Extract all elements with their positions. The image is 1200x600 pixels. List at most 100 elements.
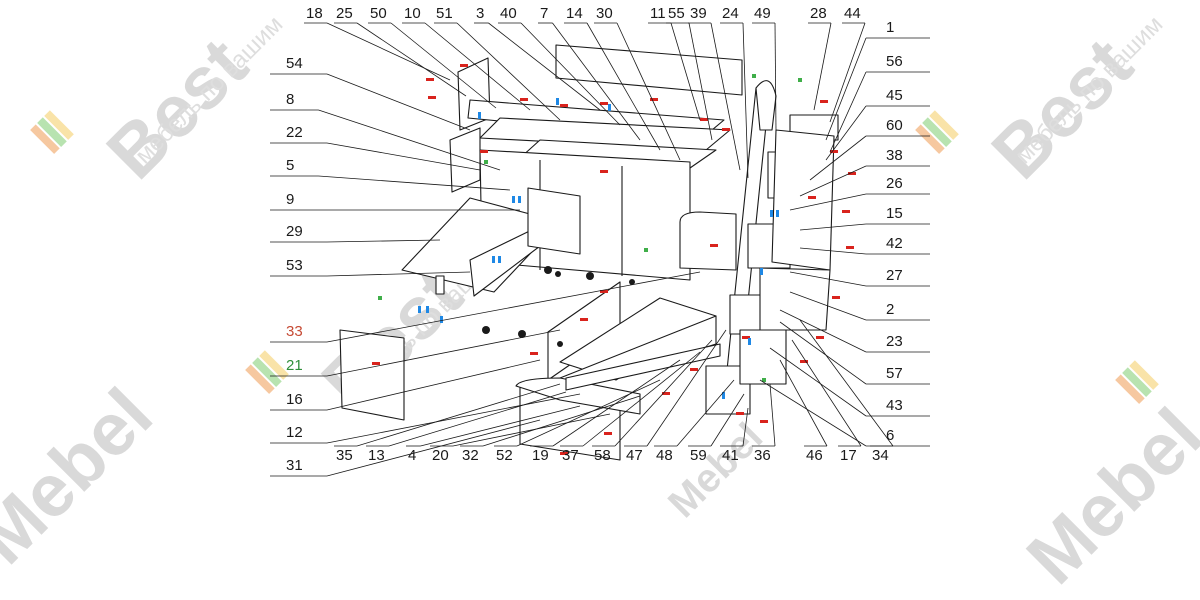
hardware-wheels: [482, 266, 635, 347]
callout-leader: [813, 22, 832, 111]
callout-leader: [326, 239, 441, 243]
callout-label-54: 54: [286, 55, 303, 72]
callout-leader: [769, 347, 867, 417]
callout-leader: [586, 22, 661, 151]
callout-leader: [759, 379, 867, 447]
callout-leader: [456, 22, 561, 121]
callout-label-43: 43: [886, 397, 903, 414]
callout-leader: [318, 175, 511, 191]
callout-label-44: 44: [844, 5, 861, 22]
callout-label-2: 2: [886, 301, 895, 318]
callout-leader: [799, 165, 867, 197]
callout-label-25: 25: [336, 5, 353, 22]
callout-label-18: 18: [306, 5, 323, 22]
callout-leader: [789, 291, 867, 321]
callout-label-6: 6: [886, 427, 895, 444]
marker-green: [378, 74, 802, 382]
watermark-logo-icon: [915, 110, 959, 155]
callout-leader: [488, 22, 601, 111]
large-side-panel: [339, 329, 405, 421]
callout-label-8: 8: [286, 91, 295, 108]
callout-label-40: 40: [500, 5, 517, 22]
callout-label-58: 58: [594, 447, 611, 464]
callout-label-29: 29: [286, 223, 303, 240]
callout-leader: [614, 339, 713, 447]
callout-leader: [424, 22, 531, 111]
callout-leader: [616, 22, 681, 161]
mid-inner-panel: [527, 187, 581, 255]
callout-leader: [326, 271, 701, 343]
callout-label-50: 50: [370, 5, 387, 22]
callout-leader: [799, 319, 894, 447]
callout-label-60: 60: [886, 117, 903, 134]
bed-lower-rail: [565, 343, 721, 391]
callout-label-4: 4: [408, 447, 417, 464]
callout-label-53: 53: [286, 257, 303, 274]
callout-leader: [390, 22, 497, 109]
callout-leader: [326, 393, 581, 444]
callout-leader: [420, 405, 581, 447]
callout-label-41: 41: [722, 447, 739, 464]
callout-leader: [516, 379, 661, 447]
callout-leader: [829, 22, 866, 123]
right-step-2: [759, 267, 831, 331]
watermark-logo-icon: [245, 350, 289, 395]
callout-leader: [825, 37, 867, 141]
callout-leader: [779, 321, 867, 385]
callout-leader: [710, 22, 741, 171]
callout-leader: [825, 105, 867, 161]
callout-label-17: 17: [840, 447, 857, 464]
callout-label-27: 27: [886, 267, 903, 284]
upper-frame: [449, 127, 481, 193]
callout-label-46: 46: [806, 447, 823, 464]
callout-leader: [326, 271, 471, 277]
callout-leader: [326, 22, 451, 81]
callout-leader: [582, 351, 701, 447]
callout-label-20: 20: [432, 447, 449, 464]
callout-leader: [326, 329, 561, 377]
right-step-3: [739, 329, 787, 385]
callout-leader: [829, 71, 867, 153]
callout-label-47: 47: [626, 447, 643, 464]
callout-label-34: 34: [872, 447, 889, 464]
callout-leader: [326, 73, 471, 131]
callout-leader: [769, 383, 776, 447]
callout-label-55: 55: [668, 5, 685, 22]
callout-leader: [318, 109, 501, 171]
callout-label-22: 22: [286, 124, 303, 141]
callout-label-1: 1: [886, 19, 895, 36]
callout-leader: [552, 359, 681, 447]
callout-label-38: 38: [886, 147, 903, 164]
callout-label-7: 7: [540, 5, 549, 22]
callout-label-32: 32: [462, 447, 479, 464]
callout-leader: [789, 193, 867, 211]
callout-leader: [326, 142, 481, 171]
watermark-logo-icon: [1115, 360, 1159, 405]
callout-label-26: 26: [886, 175, 903, 192]
callout-leader: [779, 309, 867, 353]
marker-blue: [418, 98, 779, 399]
callout-leader: [520, 22, 621, 126]
callout-leader: [326, 419, 541, 477]
callout-label-59: 59: [690, 447, 707, 464]
callout-label-11: 11: [650, 5, 666, 22]
callout-label-42: 42: [886, 235, 903, 252]
curved-end-panel: [679, 211, 737, 271]
callout-leader: [388, 391, 567, 447]
callout-leader: [670, 22, 701, 121]
callout-leader: [799, 247, 867, 255]
callout-label-13: 13: [368, 447, 385, 464]
callout-label-49: 49: [754, 5, 771, 22]
callout-label-36: 36: [754, 447, 771, 464]
callout-label-5: 5: [286, 157, 295, 174]
callout-label-52: 52: [496, 447, 513, 464]
callout-label-19: 19: [532, 447, 549, 464]
exploded-view-drawing: [270, 22, 930, 477]
callout-leader: [646, 329, 727, 447]
callout-label-37: 37: [562, 447, 579, 464]
callout-label-16: 16: [286, 391, 303, 408]
callout-leader: [552, 22, 641, 141]
callout-leader: [452, 413, 611, 447]
leader-lines: [270, 22, 930, 477]
callout-label-45: 45: [886, 87, 903, 104]
